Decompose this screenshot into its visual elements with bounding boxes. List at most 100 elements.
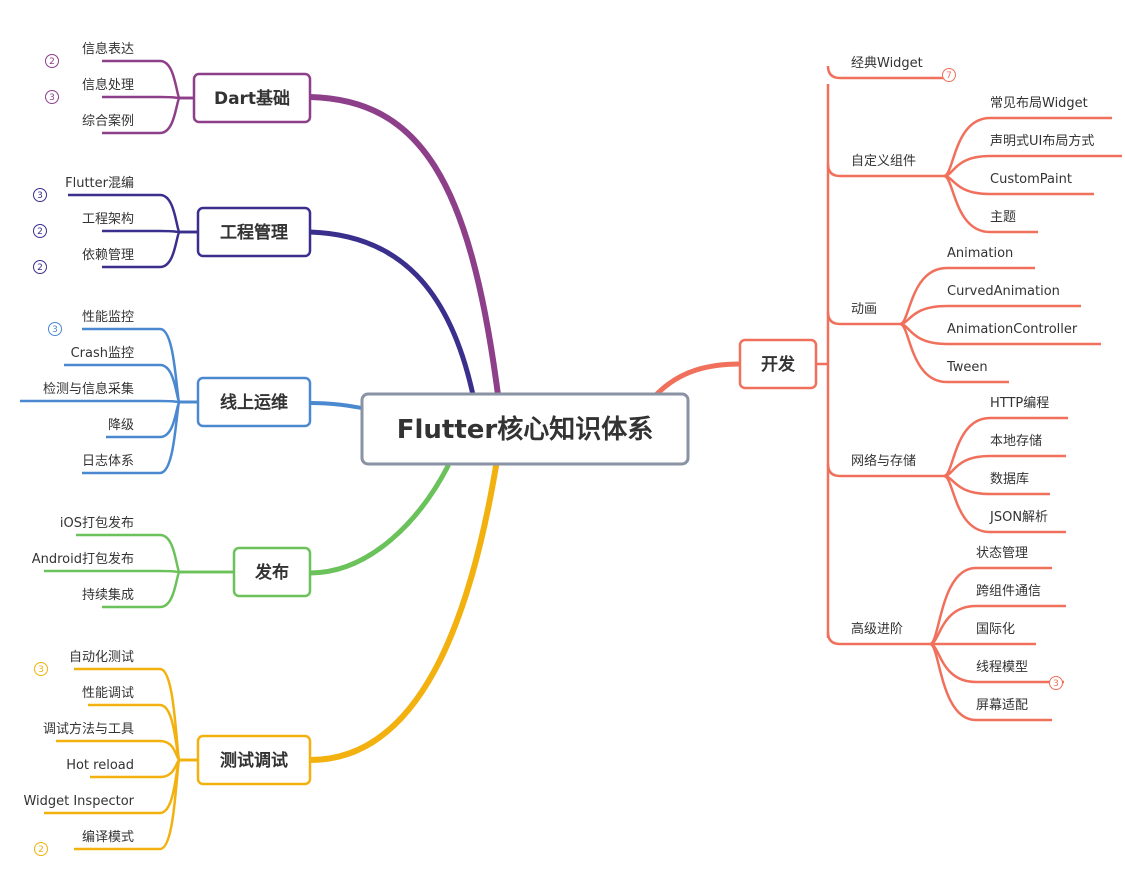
- dev-spine: [816, 84, 830, 638]
- group-connector: [826, 65, 945, 80]
- leaf-label: 跨组件通信: [976, 584, 1041, 599]
- leaf-label: 本地存储: [990, 434, 1042, 449]
- leaf-label: 编译模式: [82, 830, 134, 845]
- leaf-label: 调试方法与工具: [43, 721, 134, 737]
- root-connector-dart: [307, 94, 501, 398]
- topic-label: 发布: [254, 562, 289, 583]
- badge-count: 2: [38, 845, 44, 855]
- leaf-label: 声明式UI布局方式: [990, 133, 1094, 149]
- topic-box[interactable]: [196, 376, 312, 428]
- leaf-label: CustomPaint: [990, 172, 1072, 187]
- root-connector-eng: [307, 229, 476, 398]
- count-badge[interactable]: 2: [34, 842, 48, 856]
- leaf-label: 线程模型: [976, 660, 1028, 675]
- root-connector-pub: [307, 463, 451, 576]
- root-box[interactable]: [360, 392, 690, 466]
- leaf-label: HTTP编程: [990, 396, 1049, 411]
- count-badge[interactable]: 3: [33, 188, 47, 202]
- leaf-label: 性能监控: [82, 310, 134, 325]
- leaf-label: 日志体系: [82, 454, 134, 469]
- leaf-label: 综合案例: [82, 114, 134, 129]
- count-badge[interactable]: 3: [34, 662, 48, 676]
- leaf-label: 信息表达: [82, 41, 134, 57]
- leaf-connector: [943, 474, 1066, 534]
- child-connector: [102, 570, 234, 609]
- group-label: 经典Widget: [851, 56, 923, 71]
- topic-label: Dart基础: [214, 88, 290, 109]
- leaf-label: 检测与信息采集: [43, 381, 134, 397]
- count-badge[interactable]: 7: [942, 68, 956, 82]
- leaf-label: 依赖管理: [82, 248, 134, 263]
- badge-count: 3: [1053, 679, 1059, 689]
- branch-dev: 经典Widget 自定义组件 常见布局Widget 声明式UI布局方式 CustomPa…: [738, 56, 1122, 722]
- group-connector: [826, 463, 944, 478]
- leaf-label: Crash监控: [71, 346, 134, 361]
- leaf-label: CurvedAnimation: [947, 284, 1060, 299]
- leaf-label: JSON解析: [989, 510, 1048, 525]
- leaf-connector: [943, 116, 1112, 178]
- leaf-connector: [943, 174, 1038, 234]
- leaf-label: Tween: [946, 360, 988, 375]
- leaf-label: Android打包发布: [32, 551, 134, 567]
- leaf-label: 数据库: [990, 471, 1029, 487]
- child-connector: [102, 96, 194, 135]
- badge-count: 2: [37, 263, 43, 273]
- child-connector: [102, 230, 198, 269]
- leaf-connector: [929, 604, 1066, 646]
- topic-label: 线上运维: [220, 392, 288, 413]
- group-connector: [826, 631, 930, 646]
- badge-count: 2: [37, 227, 43, 237]
- group-connector: [826, 163, 944, 178]
- root-label: Flutter核心知识体系: [397, 414, 654, 445]
- leaf-connector: [943, 416, 1068, 478]
- badge-count: 2: [49, 57, 55, 67]
- child-connector: [82, 400, 198, 475]
- leaf-label: 自动化测试: [69, 650, 134, 665]
- leaf-connector: [899, 266, 1035, 326]
- child-connector: [74, 758, 198, 851]
- leaf-connector: [943, 454, 1066, 478]
- group-connector: [826, 311, 900, 326]
- count-badge[interactable]: 2: [33, 260, 47, 274]
- root-node[interactable]: Flutter核心知识体系: [360, 392, 690, 466]
- leaf-label: 降级: [108, 418, 134, 433]
- topic-box[interactable]: [738, 338, 818, 390]
- count-badge[interactable]: 3: [1049, 676, 1063, 690]
- count-badge[interactable]: 3: [45, 90, 59, 104]
- leaf-connector: [929, 642, 1052, 722]
- leaf-label: Widget Inspector: [23, 794, 134, 809]
- topic-label: 测试调试: [220, 750, 288, 771]
- topic-box[interactable]: [232, 546, 312, 598]
- leaf-connector: [899, 322, 1009, 384]
- topic-box[interactable]: [196, 734, 312, 786]
- group-label: 网络与存储: [851, 453, 916, 469]
- badge-count: 7: [946, 71, 952, 81]
- leaf-label: 持续集成: [82, 587, 134, 603]
- leaf-label: 屏幕适配: [976, 698, 1028, 713]
- badge-count: 3: [37, 191, 43, 201]
- topic-label: 工程管理: [220, 222, 288, 243]
- leaf-label: Animation: [947, 246, 1013, 261]
- leaf-label: 常见布局Widget: [990, 96, 1088, 111]
- count-badge[interactable]: 2: [33, 224, 47, 238]
- badge-count: 3: [49, 93, 55, 103]
- count-badge[interactable]: 2: [45, 54, 59, 68]
- leaf-label: Hot reload: [66, 758, 134, 773]
- topic-box[interactable]: [192, 72, 312, 124]
- badge-count: 3: [52, 325, 58, 335]
- topic-box[interactable]: [196, 206, 312, 258]
- group-label: 动画: [851, 302, 877, 317]
- leaf-label: 国际化: [976, 622, 1015, 637]
- root-connector-ops: [308, 401, 364, 410]
- leaf-connector: [943, 154, 1122, 178]
- group-label: 自定义组件: [851, 154, 916, 169]
- leaf-label: 工程架构: [82, 212, 134, 227]
- leaf-label: AnimationController: [947, 322, 1078, 337]
- count-badge[interactable]: 3: [48, 322, 62, 336]
- leaf-label: 性能调试: [82, 686, 134, 701]
